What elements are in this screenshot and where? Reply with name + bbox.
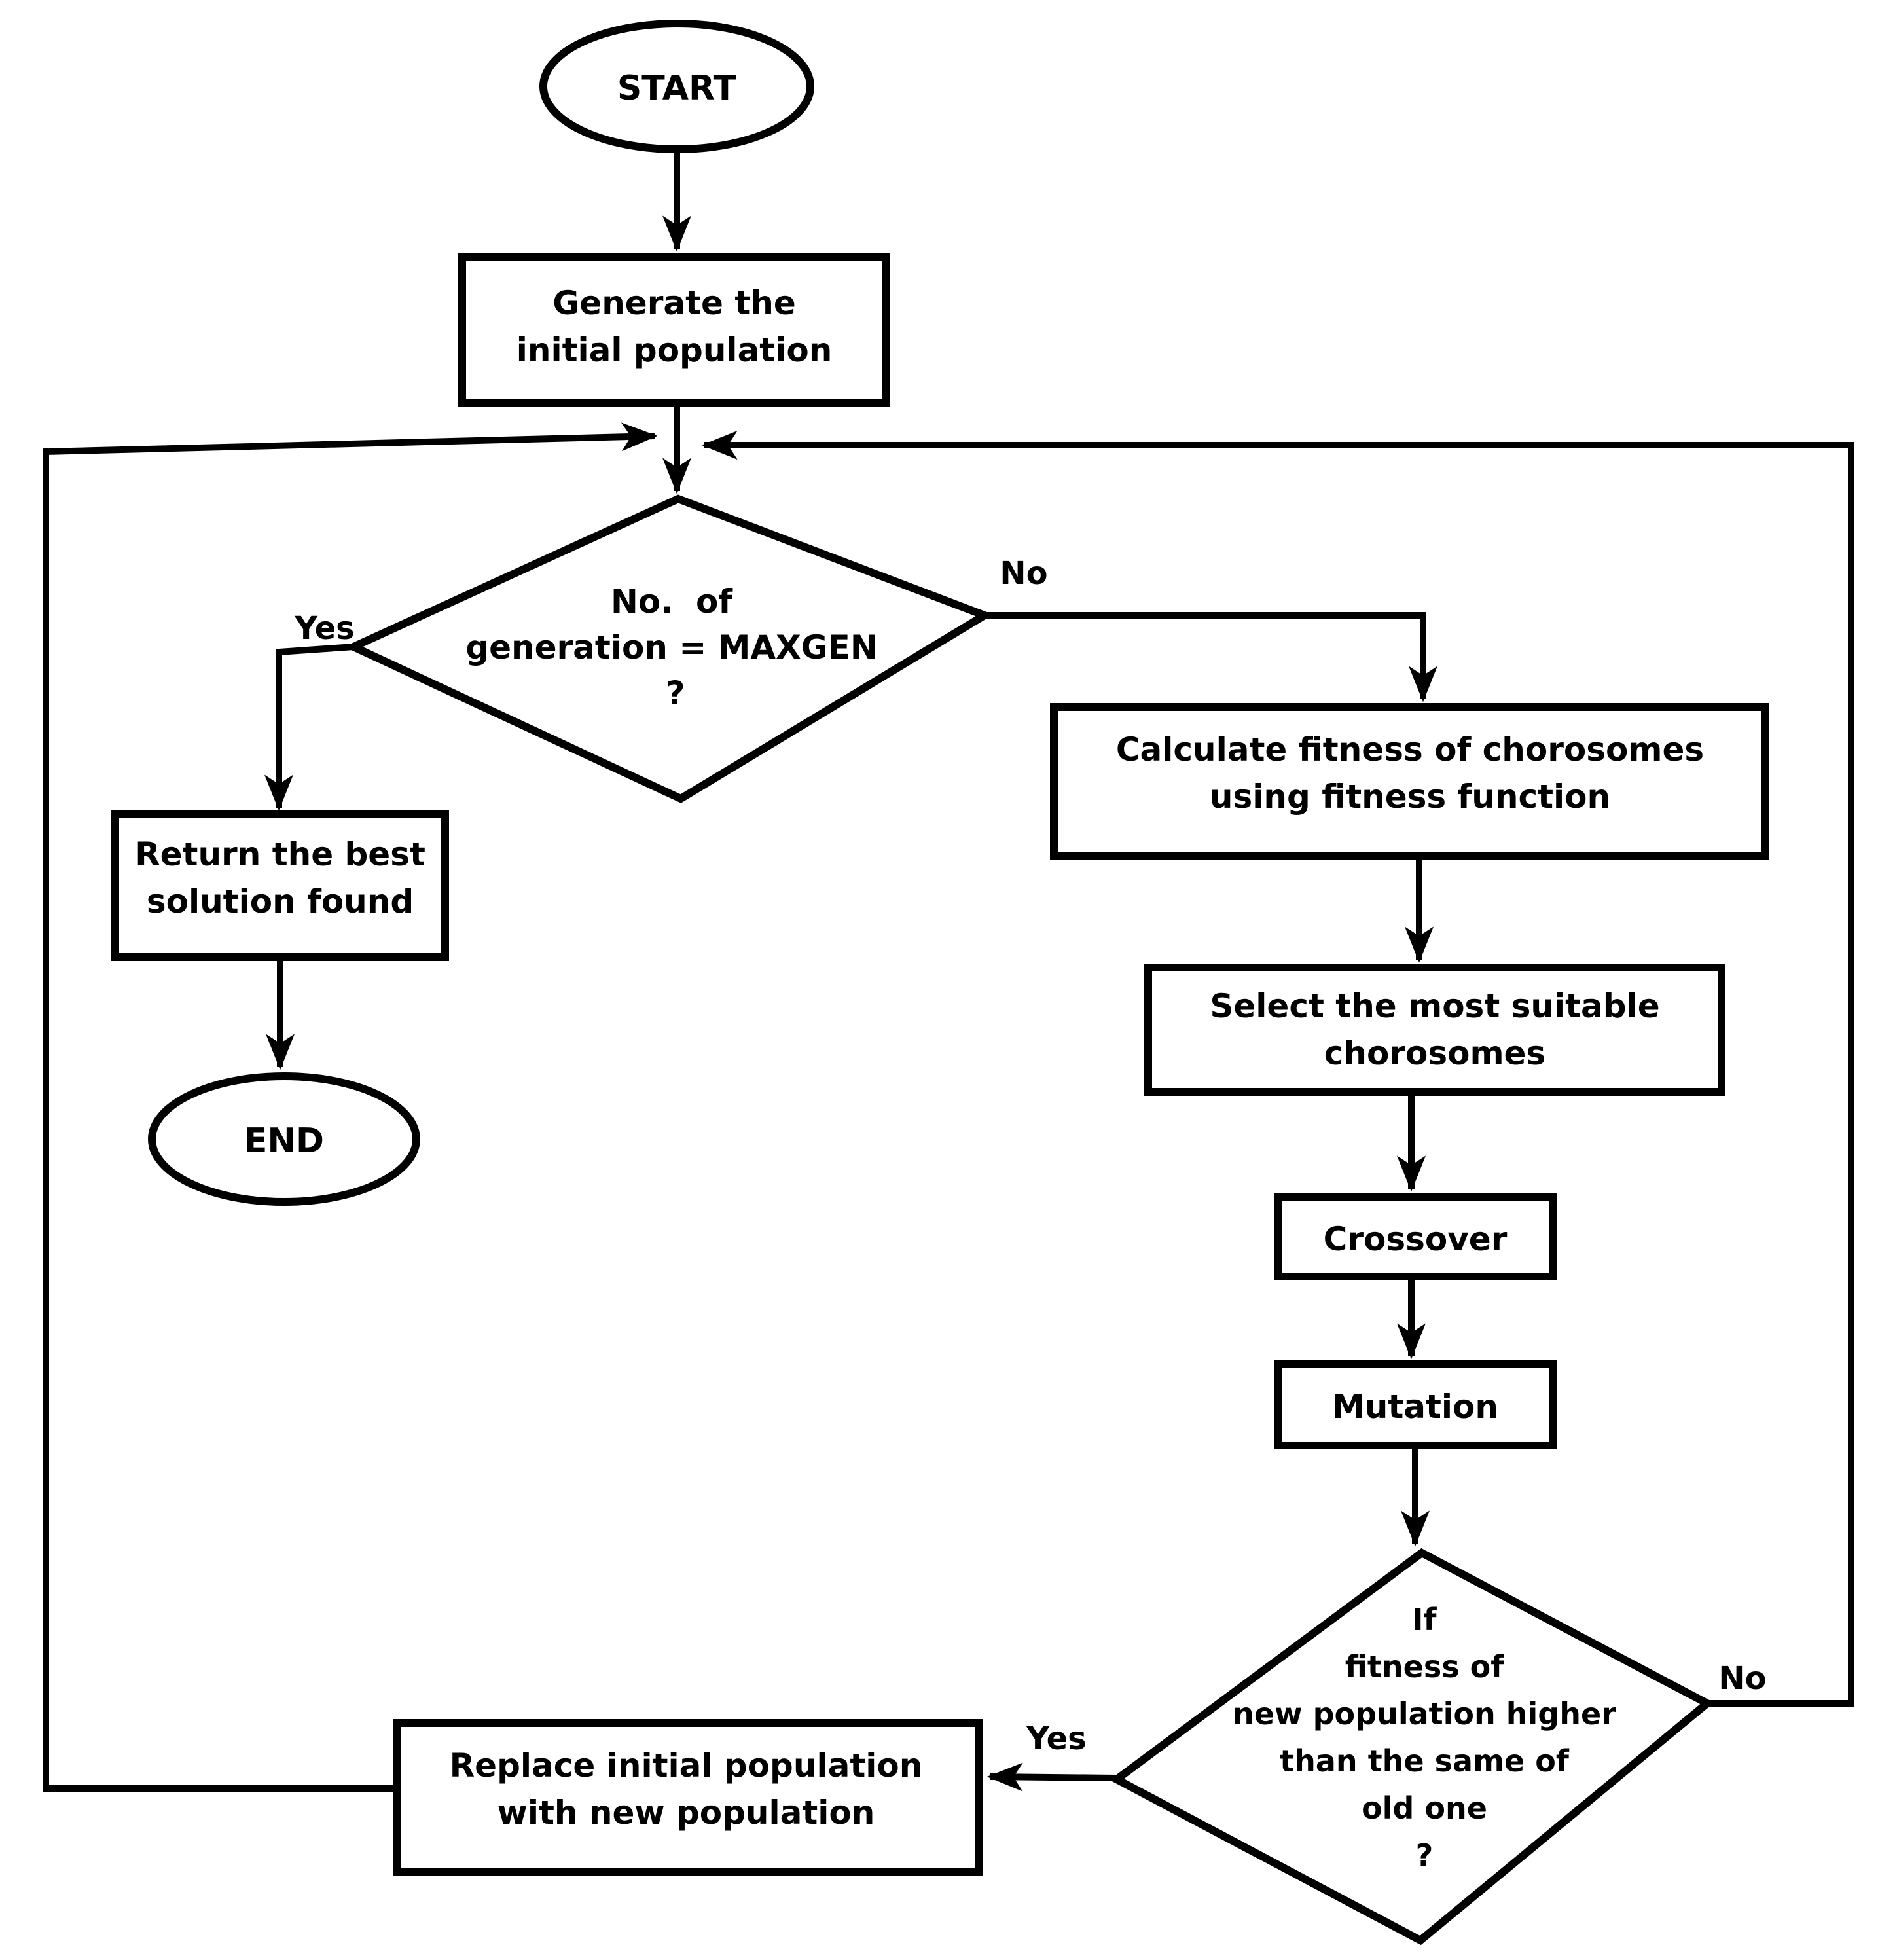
fitness-label-line6: ? [1416,1838,1434,1873]
replace-population-label-line2: with new population [497,1794,875,1832]
end-label: END [244,1121,324,1161]
maxgen-label-line2: generation = MAXGEN [465,628,877,666]
crossover-process-box [1274,1193,1557,1280]
return-best-label-line2: solution found [147,882,414,920]
generate-process-box [458,253,890,407]
edge-maxgen-yes-to-return [264,644,354,811]
calculate-fitness-label-line1: Calculate fitness of chorosomes [1116,731,1704,769]
fitness-label-line5: old one [1362,1790,1487,1826]
label-maxgen-no: No [1000,555,1047,592]
return-best-process-box [111,810,449,961]
fitness-label-line3: new population higher [1233,1696,1616,1732]
replace-population-process-box [393,1719,983,1876]
mutation-process-box [1274,1360,1557,1449]
maxgen-label-line3: ? [666,674,685,712]
maxgen-label-line1: No. of [611,583,733,621]
generate-label-line2: initial population [516,331,833,369]
fitness-label-line2: fitness of [1345,1649,1504,1684]
edge-loop-left-replace-to-junction [43,422,658,1792]
generate-label-line1: Generate the [552,284,795,322]
calculate-fitness-label-line2: using fitness function [1210,778,1610,816]
label-fitness-yes: Yes [1026,1720,1086,1757]
fitness-label-line4: than the same of [1280,1743,1570,1779]
replace-population-label-line1: Replace initial population [450,1747,923,1785]
return-best-label-line1: Return the best [135,835,425,873]
fitness-decision-diamond [1109,1548,1714,1946]
calculate-fitness-process-box [1050,703,1769,860]
select-suitable-process-box [1144,964,1725,1096]
edge-loop-right-fitness-no-to-junction [701,431,1854,1707]
label-fitness-no: No [1718,1660,1766,1697]
select-suitable-label-line2: chorosomes [1324,1034,1545,1072]
maxgen-decision-diamond [344,494,994,803]
fitness-label-line1: If [1412,1602,1437,1637]
end-terminator [148,1072,420,1206]
label-maxgen-yes: Yes [294,610,354,647]
crossover-label: Crossover [1324,1220,1508,1258]
mutation-label: Mutation [1332,1388,1498,1426]
select-suitable-label-line1: Select the most suitable [1210,987,1659,1025]
start-label: START [617,69,737,108]
edge-fitness-yes-to-replace [986,1762,1117,1792]
start-terminator [539,20,814,153]
edge-maxgen-no-to-calculate [985,612,1437,702]
